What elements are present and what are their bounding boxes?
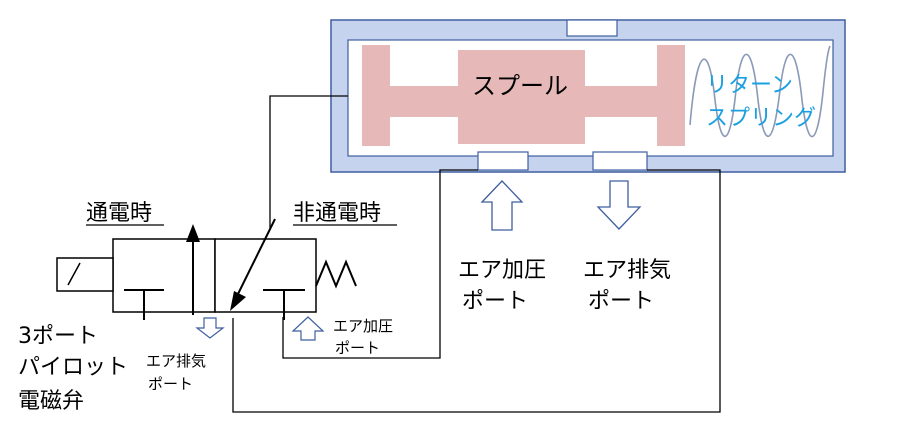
valve-caption-line2: パイロット — [18, 355, 128, 380]
valve-deenergized-box — [214, 238, 317, 313]
exhaust-down-arrow — [596, 180, 642, 230]
flow-arrow-up-head — [186, 224, 200, 242]
pilot-line — [269, 95, 348, 230]
actuator-exhaust-port — [592, 151, 648, 171]
exhaust-return-line — [232, 169, 721, 413]
actuator-pressure-label-line2: ポート — [462, 289, 528, 314]
valve-energized-box — [112, 238, 216, 313]
actuator-top-port — [566, 19, 618, 37]
actuator-exhaust-label-line2: ポート — [588, 289, 654, 314]
spring-label-line2: スプリング — [706, 106, 816, 131]
connection-lines — [232, 95, 721, 413]
actuator-pressure-label-line1: エア加圧 — [458, 258, 546, 283]
valve-caption-line3: 電磁弁 — [18, 389, 84, 414]
spool — [362, 45, 685, 146]
actuator-pressure-port — [477, 151, 529, 171]
valve-exhaust-label-line2: ポート — [148, 375, 193, 393]
return-spring — [689, 45, 831, 138]
solenoid-valve: 通電時 非通電時 3ポート パイロット 電磁弁 エア排気 ポート エア加圧 ポー… — [18, 201, 397, 414]
pressure-up-arrow — [480, 180, 524, 231]
valve-pressure-arrow — [291, 316, 325, 341]
solenoid-slash — [67, 262, 81, 286]
valve-exhaust-arrow — [195, 317, 225, 339]
energized-label: 通電時 — [86, 201, 152, 226]
valve-pressure-label-line1: エア加圧 — [333, 317, 393, 335]
valve-pressure-label-line2: ポート — [335, 339, 380, 357]
solenoid-coil — [56, 257, 114, 292]
spring-label-line1: リターン — [706, 73, 793, 98]
pressure-supply-line — [282, 169, 478, 359]
spool-label: スプール — [472, 72, 568, 100]
actuator: スプール リターン スプリング エア加圧 ポート エア排気 ポート — [330, 19, 846, 314]
deenergized-label: 非通電時 — [293, 201, 381, 226]
valve-caption-line1: 3ポート — [18, 324, 98, 349]
valve-exhaust-label-line1: エア排気 — [146, 352, 206, 370]
flow-arrow-diag-shaft — [237, 218, 276, 295]
flow-arrow-diag-head — [230, 291, 246, 311]
actuator-exhaust-label-line1: エア排気 — [583, 258, 671, 283]
valve-spring — [315, 259, 357, 289]
